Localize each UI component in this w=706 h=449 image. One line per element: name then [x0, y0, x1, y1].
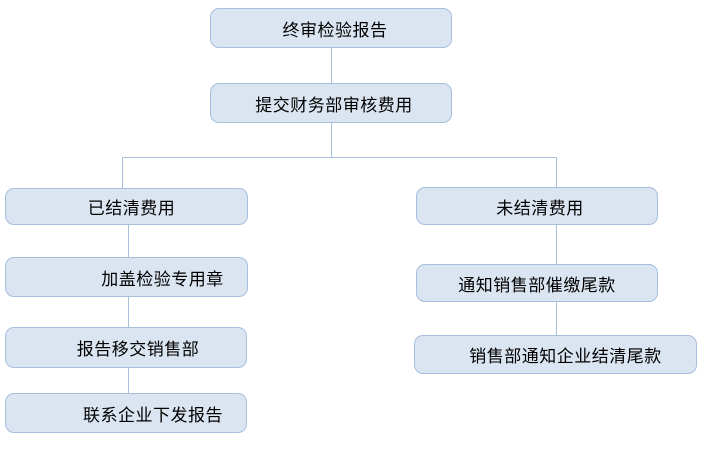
flow-node-sales-notify-enterprise-settle: 销售部通知企业结清尾款: [414, 335, 697, 374]
flow-node-contact-enterprise-issue-report: 联系企业下发报告: [5, 393, 247, 433]
flow-node-report-transfer-sales-dept: 报告移交销售部: [5, 327, 247, 368]
flow-node-fees-settled: 已结清费用: [5, 188, 248, 225]
flow-node-submit-finance-review-fees: 提交财务部审核费用: [210, 83, 452, 123]
flow-node-fees-unsettled: 未结清费用: [416, 187, 658, 225]
flow-node-notify-sales-collect-balance: 通知销售部催缴尾款: [416, 264, 658, 302]
flow-node-stamp-inspection-seal: 加盖检验专用章: [5, 257, 248, 297]
flow-node-final-inspection-report: 终审检验报告: [210, 8, 452, 48]
